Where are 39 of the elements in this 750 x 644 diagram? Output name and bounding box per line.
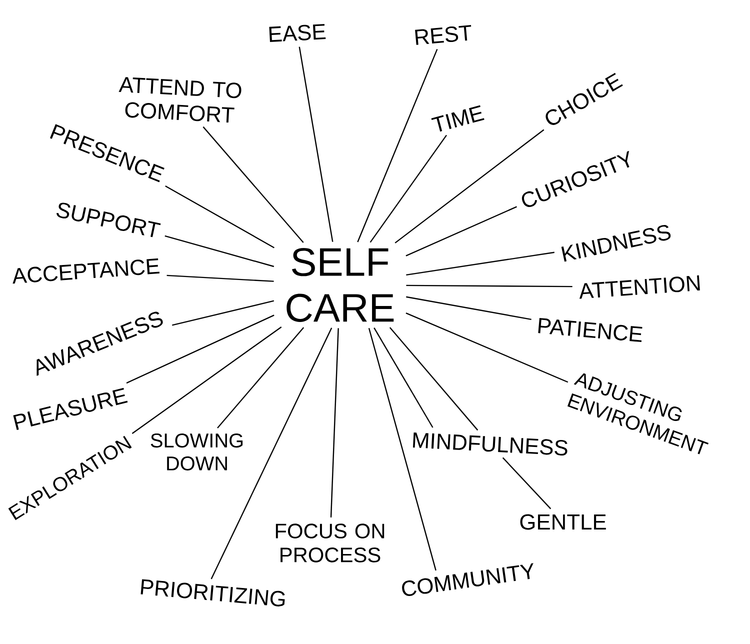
connector-line — [370, 134, 447, 243]
connector-line — [394, 129, 544, 244]
branch-label: COMMUNITY — [402, 563, 534, 596]
connector-line — [406, 252, 554, 276]
branch-label: TIME — [431, 105, 484, 132]
connector-line — [132, 326, 282, 434]
branch-label: FOCUS ON PROCESS — [276, 524, 384, 562]
connector-line — [298, 46, 334, 242]
connector-line — [210, 328, 332, 580]
branch-label: ACCEPTANCE — [12, 258, 160, 284]
connector-line — [374, 328, 434, 428]
connector-line — [357, 48, 438, 242]
connector-line — [406, 284, 572, 288]
central-heading: SELF CARE — [286, 248, 394, 322]
connector-line — [202, 126, 304, 243]
connector-line — [164, 235, 274, 268]
connector-line — [502, 457, 552, 510]
connector-line — [126, 314, 274, 384]
branch-label: ATTENTION — [579, 275, 700, 299]
branch-label: KINDNESS — [561, 224, 671, 262]
connector-line — [389, 327, 478, 431]
branch-label: EASE — [269, 24, 326, 42]
connector-line — [330, 328, 339, 518]
connector-line — [165, 185, 274, 248]
branch-label: PRIORITIZING — [140, 579, 285, 606]
connector-line — [406, 312, 568, 383]
connector-line — [406, 206, 517, 256]
branch-label: ATTEND TO COMFORT — [118, 77, 242, 123]
branch-label: PATIENCE — [538, 318, 642, 342]
branch-label: MINDFULNESS — [412, 432, 568, 456]
connector-line — [172, 300, 274, 326]
branch-label: SLOWING DOWN — [150, 433, 243, 470]
branch-label: REST — [415, 24, 472, 45]
connector-line — [217, 327, 304, 428]
connector-line — [406, 296, 532, 320]
connector-line — [368, 328, 436, 571]
branch-label: SUPPORT — [56, 202, 161, 238]
branch-label: GENTLE — [520, 514, 606, 530]
connector-line — [166, 274, 274, 282]
